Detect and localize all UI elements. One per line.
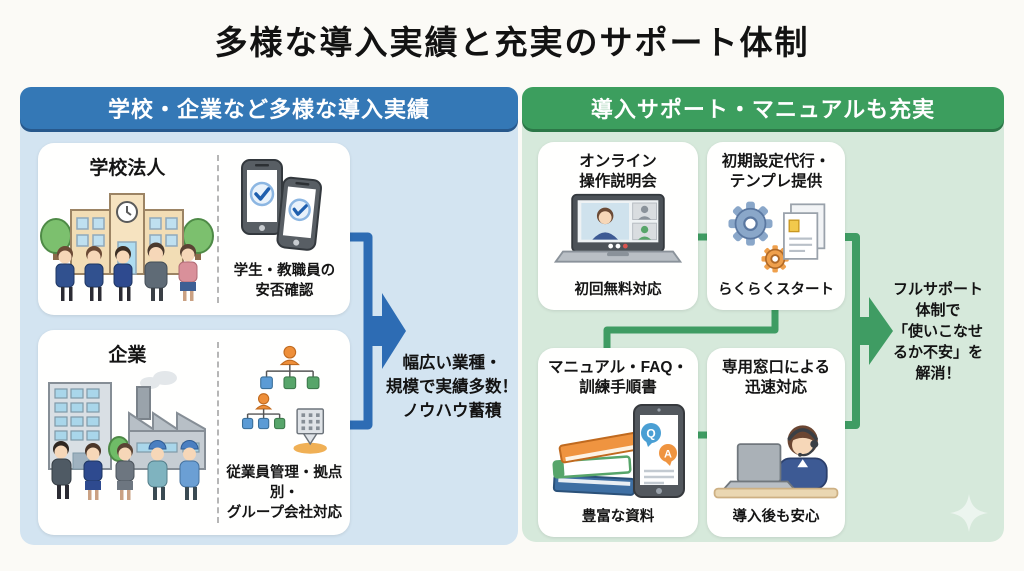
company-illustration: [48, 371, 207, 500]
smartphones-check-icon: [241, 159, 323, 251]
left-arrow-label: 幅広い業種・ 規模で実績多数！ ノウハウ蓄積: [386, 354, 518, 420]
school-card-side: 学生・教職員の 安否確認: [216, 155, 350, 303]
company-card-side: 従業員管理・拠点別・ グループ会社対応: [216, 342, 350, 523]
school-illustration: [40, 193, 215, 301]
support-desk-card: 専用窓口による 迅速対応 導入後も安心: [707, 348, 845, 537]
company-card-caption: 従業員管理・拠点別・ グループ会社対応: [226, 465, 343, 521]
gears-documents-icon: [728, 201, 826, 273]
support-desk-title: 専用窓口による 迅速対応: [721, 359, 831, 396]
books-tablet-qa-icon: Q A: [552, 403, 685, 498]
org-chart-building-icon: [242, 345, 328, 454]
setup-template-title: 初期設定代行・ テンプレ提供: [721, 153, 831, 190]
setup-template-card: 初期設定代行・ テンプレ提供: [707, 142, 845, 310]
school-card-main: 学校法人: [38, 143, 217, 315]
company-card: 企業: [38, 330, 350, 535]
school-card: 学校法人: [38, 143, 350, 315]
laptop-video-call-icon: [553, 193, 683, 263]
sparkle-icon: [950, 494, 988, 532]
page-title: 多様な導入実績と充実のサポート体制: [214, 24, 810, 61]
manual-faq-caption: 豊富な資料: [581, 509, 655, 525]
support-agent-headset-icon: [713, 424, 839, 498]
company-card-main: 企業: [38, 330, 217, 535]
q-bubble-label: Q: [646, 426, 655, 440]
setup-template-caption: らくらくスタート: [718, 282, 834, 298]
school-card-title: 学校法人: [89, 158, 166, 179]
online-session-title: オンライン 操作説明会: [579, 153, 657, 190]
right-arrow-label: フルサポート 体制で 「使いこなせ るか不安」を 解消！: [892, 281, 983, 382]
company-card-title: 企業: [108, 345, 147, 366]
manual-faq-title: マニュアル・FAQ・ 訓練手順書: [548, 359, 688, 396]
online-session-caption: 初回無料対応: [574, 282, 662, 298]
right-panel-header: 導入サポート・マニュアルも充実: [522, 87, 1004, 129]
left-panel: 学校・企業など多様な導入実績 学校法人: [20, 87, 518, 545]
left-panel-header: 学校・企業など多様な導入実績: [20, 87, 518, 129]
a-bubble-label: A: [664, 448, 672, 460]
manual-faq-card: マニュアル・FAQ・ 訓練手順書: [538, 348, 698, 537]
support-desk-caption: 導入後も安心: [732, 509, 820, 525]
school-card-caption: 学生・教職員の 安否確認: [233, 263, 336, 299]
online-session-card: オンライン 操作説明会 初回無料対応: [538, 142, 698, 310]
right-panel: 導入サポート・マニュアルも充実 オンライン 操作説明会: [522, 87, 1004, 542]
